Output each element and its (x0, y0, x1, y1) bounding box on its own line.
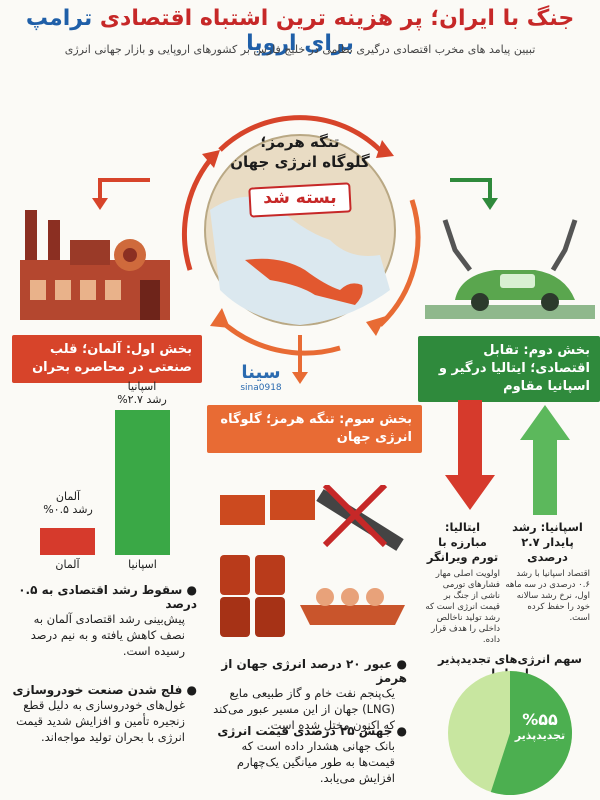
arrow-down-icon (445, 400, 495, 510)
car-factory-illustration (425, 219, 595, 319)
robot-arm-left-icon (442, 219, 472, 272)
section3-header: بخش سوم: تنگه هرمز؛ گلوگاه انرژی جهان (207, 405, 422, 453)
point2-body: غول‌های خودروسازی به دلیل قطع زنجیره تأم… (16, 698, 185, 744)
growth-bar-chart: اسپانیا رشد ۲.۷% آلمان رشد ۰.۵% (30, 380, 180, 555)
section1-point2: ● فلج شدن صنعت خودروسازی غول‌های خودروسا… (12, 683, 197, 745)
section-arrows (92, 178, 498, 384)
page-subtitle: تبیین پیامد های مخرب اقتصادی درگیری نظام… (64, 43, 536, 56)
pie-label: %۵۵ تجدیدپذیر (505, 710, 575, 742)
tanker-ship-icon (300, 605, 405, 625)
page-title: جنگ با ایران؛ پر هزینه ترین اشتباه اقتصا… (0, 6, 600, 56)
closed-stamp: بسته شد (263, 188, 337, 208)
bullet-dot-icon: ● (392, 724, 407, 738)
oil-barrel-icon (220, 597, 250, 637)
axis-label-spain: اسپانیا (128, 558, 157, 571)
axis-label-germany: آلمان (55, 558, 80, 571)
strait-highlight (245, 258, 363, 305)
pie-sub-label: تجدیدپذیر (514, 729, 566, 742)
bar-spain (115, 410, 170, 555)
renewables-pie-chart (448, 671, 572, 795)
spain-block: اسپانیا: رشد پایدار ۲.۷ درصدی اقتصاد اسپ… (505, 520, 590, 623)
map-title-line1: تنگه هرمز؛ (260, 133, 340, 151)
bullet-dot-icon: ● (392, 657, 407, 671)
pie-slice-renewable (490, 671, 572, 795)
closed-stamp-box (248, 182, 352, 218)
title-part-red: جنگ با ایران؛ پر هزینه ترین اشتباه اقتصا… (92, 6, 575, 31)
section2-header: بخش دوم: تقابل اقتصادی؛ ایتالیا درگیر و … (418, 336, 600, 402)
point1-title: سقوط رشد اقتصادی به ۰.۵ درصد (18, 583, 197, 611)
oil-shipping-illustration (220, 485, 405, 637)
map-title: تنگه هرمز؛ گلوگاه انرژی جهان (210, 132, 390, 172)
pie-value-label: %۵۵ (522, 710, 558, 729)
watermark: سینا sina0918 (226, 362, 296, 393)
bullet-dot-icon: ● (182, 583, 197, 597)
arrow-to-section1-icon (92, 198, 108, 210)
factory-illustration (20, 210, 170, 320)
arrow-head-left-icon (202, 150, 220, 168)
point2-title: فلج شدن صنعت خودروسازی (12, 683, 183, 697)
section3-point2: ● جهش ۲۵ درصدی قیمت انرژی بانک جهانی هشد… (217, 724, 407, 785)
section1-point1: ● سقوط رشد اقتصادی به ۰.۵ درصد پیش‌بینی … (12, 583, 197, 659)
oil-barrel-icon (255, 555, 285, 595)
oil-barrel-icon (255, 597, 285, 637)
arrow-head-top-icon (376, 140, 394, 158)
cycle-arc-bottom (218, 318, 341, 356)
italy-block: ایتالیا: مبارزه با تورم ویرانگر اولویت ا… (425, 520, 500, 645)
hormuz-cycle-graphic (181, 115, 421, 356)
watermark-handle: sina0918 (240, 383, 282, 393)
cycle-arc-left (181, 158, 212, 271)
bar-germany (40, 528, 95, 555)
gear-icon (123, 248, 137, 262)
title-part-blue: ترامپ برای اروپا (25, 6, 355, 56)
watermark-logo: سینا (241, 362, 281, 383)
bar-label-germany: آلمان رشد ۰.۵% (43, 490, 93, 516)
trend-arrows (445, 400, 570, 515)
arrow-up-icon (520, 405, 570, 515)
bar-label-spain: اسپانیا رشد ۲.۷% (117, 380, 167, 406)
oil-barrel-icon (220, 555, 250, 595)
arrow-to-section2-icon (482, 198, 498, 210)
map-title-line2: گلوگاه انرژی جهان (230, 153, 370, 171)
arrow-to-section3-icon (292, 372, 308, 384)
arrow-head-bottom-icon (210, 308, 230, 328)
robot-arm-right-icon (550, 219, 578, 272)
section3-point1: ● عبور ۲۰ درصد انرژی جهان از هرمز یک‌پنج… (213, 657, 407, 732)
arrow-head-right-icon (366, 316, 386, 336)
point1-body: پیش‌بینی رشد اقتصادی آلمان به نصف کاهش ی… (30, 612, 185, 658)
cycle-arc-right (378, 199, 421, 327)
section1-header: بخش اول: آلمان؛ قلب صنعتی در محاصره بحرا… (12, 335, 202, 383)
cycle-arc-top (218, 115, 382, 152)
bullet-dot-icon: ● (182, 683, 197, 697)
